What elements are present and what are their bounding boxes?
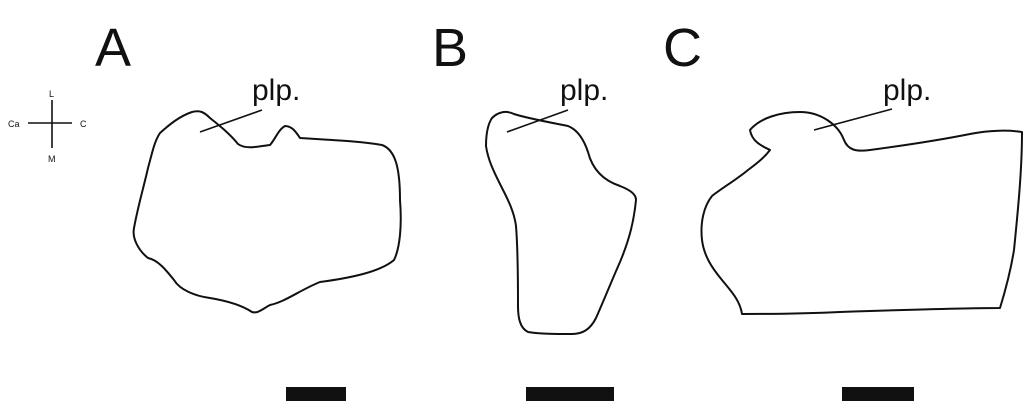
scale-bar-c [842,387,914,401]
panel-b-outline [486,112,636,334]
compass-label-top: L [49,89,54,99]
panel-a: A plp. [95,18,401,312]
panel-letter-a: A [95,18,131,78]
panel-a-label: plp. [252,74,300,107]
orientation-compass: L M Ca C [8,89,87,164]
compass-label-left: Ca [8,119,20,129]
panel-letter-b: B [432,18,468,78]
panel-b-label: plp. [560,74,608,107]
panel-a-outline [134,111,401,312]
panel-letter-c: C [663,18,702,78]
compass-label-right: C [80,119,87,129]
scale-bar-b [526,387,614,401]
panel-c-label: plp. [883,74,931,107]
panel-c-outline [701,112,1022,314]
panel-b: B plp. [432,18,636,334]
panel-a-leader [200,110,262,132]
scale-bar-a [286,387,346,401]
compass-label-bottom: M [48,154,56,164]
panel-c: C plp. [663,18,1022,314]
panel-b-leader [507,110,568,132]
